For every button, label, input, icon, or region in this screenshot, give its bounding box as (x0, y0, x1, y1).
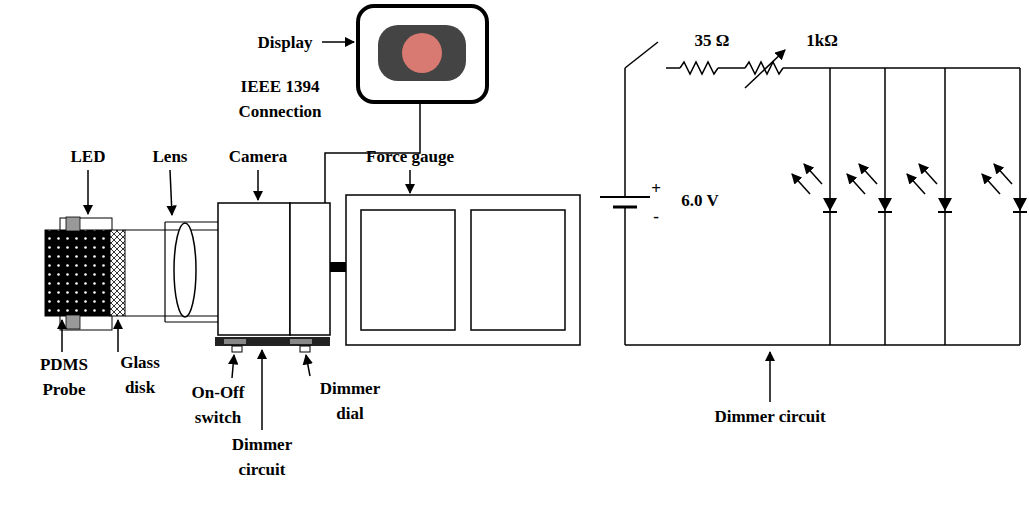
force-gauge (346, 195, 580, 345)
polarity-sign: + (648, 176, 664, 201)
light-arrow (859, 164, 877, 184)
leader-line (257, 170, 259, 200)
callout-label: Display (240, 30, 330, 55)
coupling (330, 262, 346, 272)
wire (624, 207, 626, 345)
light-arrow (919, 164, 937, 184)
gauge-panel (361, 210, 455, 330)
display-screen (378, 25, 466, 81)
gauge-panel (471, 210, 565, 330)
leader-line (769, 352, 771, 402)
voltage-label: 6.0 V (665, 188, 735, 213)
switch-knob (232, 346, 242, 352)
dimmer-circuit-board (215, 337, 330, 346)
resistor-value: 1kΩ (792, 28, 852, 53)
lens (174, 223, 196, 317)
led (66, 217, 80, 231)
callout-label: PDMS Probe (28, 352, 100, 402)
callout-label: Dimmer circuit (223, 432, 301, 482)
pdms-probe (45, 230, 110, 316)
leader-line (306, 355, 310, 376)
callout-label: Force gauge (350, 144, 470, 169)
light-arrow (804, 164, 822, 184)
wire (624, 68, 626, 197)
leader-line (87, 170, 89, 214)
resistor-symbol (680, 62, 718, 74)
light-arrow (994, 164, 1012, 184)
resistor-value: 35 Ω (682, 28, 742, 53)
callout-label: On-Off switch (183, 380, 253, 430)
diode-symbol (1013, 198, 1027, 211)
tube (125, 229, 218, 230)
display-spot (402, 33, 442, 73)
light-arrow (847, 174, 865, 194)
leader-line (170, 170, 172, 215)
wire (718, 67, 745, 69)
battery-plate (613, 206, 637, 209)
leader-line (117, 320, 119, 352)
wire (666, 67, 680, 69)
light-arrow (982, 174, 1000, 194)
callout-label: Camera (213, 144, 303, 169)
dimmer-dial (290, 339, 312, 344)
light-arrow (792, 174, 810, 194)
polarity-sign: - (648, 204, 664, 229)
callout-label: Dimmer circuit (670, 404, 870, 429)
display-monitor (358, 6, 487, 102)
camera-body (218, 203, 290, 335)
callout-label: Dimmer dial (314, 376, 386, 426)
camera-back (290, 203, 330, 335)
wire (625, 344, 1020, 346)
diode-bar (938, 211, 952, 213)
tube (165, 221, 218, 222)
tube (164, 222, 165, 322)
tube (125, 315, 218, 316)
led-array (792, 68, 1027, 345)
leader-line (232, 355, 234, 378)
leader-line (261, 350, 263, 430)
leader-line (322, 41, 354, 43)
diode-symbol (878, 198, 892, 211)
battery-plate (600, 196, 650, 198)
glass-disk (110, 230, 125, 316)
led (66, 315, 80, 329)
dial-knob (300, 346, 310, 352)
leader-line (61, 320, 63, 352)
diode-symbol (823, 198, 837, 211)
switch-symbol (625, 42, 658, 68)
tube (165, 321, 218, 322)
on-off-switch (224, 339, 246, 344)
wire (783, 67, 1020, 69)
callout-label: Glass disk (111, 350, 169, 400)
diode-bar (823, 211, 837, 213)
variable-resistor-symbol (745, 62, 783, 74)
callout-label: Lens (140, 144, 200, 169)
diode-bar (1013, 211, 1027, 213)
callout-label: LED (58, 144, 118, 169)
variable-resistor-arrow (745, 50, 785, 88)
light-arrow (907, 174, 925, 194)
diode-symbol (938, 198, 952, 211)
dimmer-schematic (625, 42, 1020, 345)
callout-label: IEEE 1394 Connection (225, 74, 335, 124)
leader-line (409, 170, 411, 193)
diode-bar (878, 211, 892, 213)
